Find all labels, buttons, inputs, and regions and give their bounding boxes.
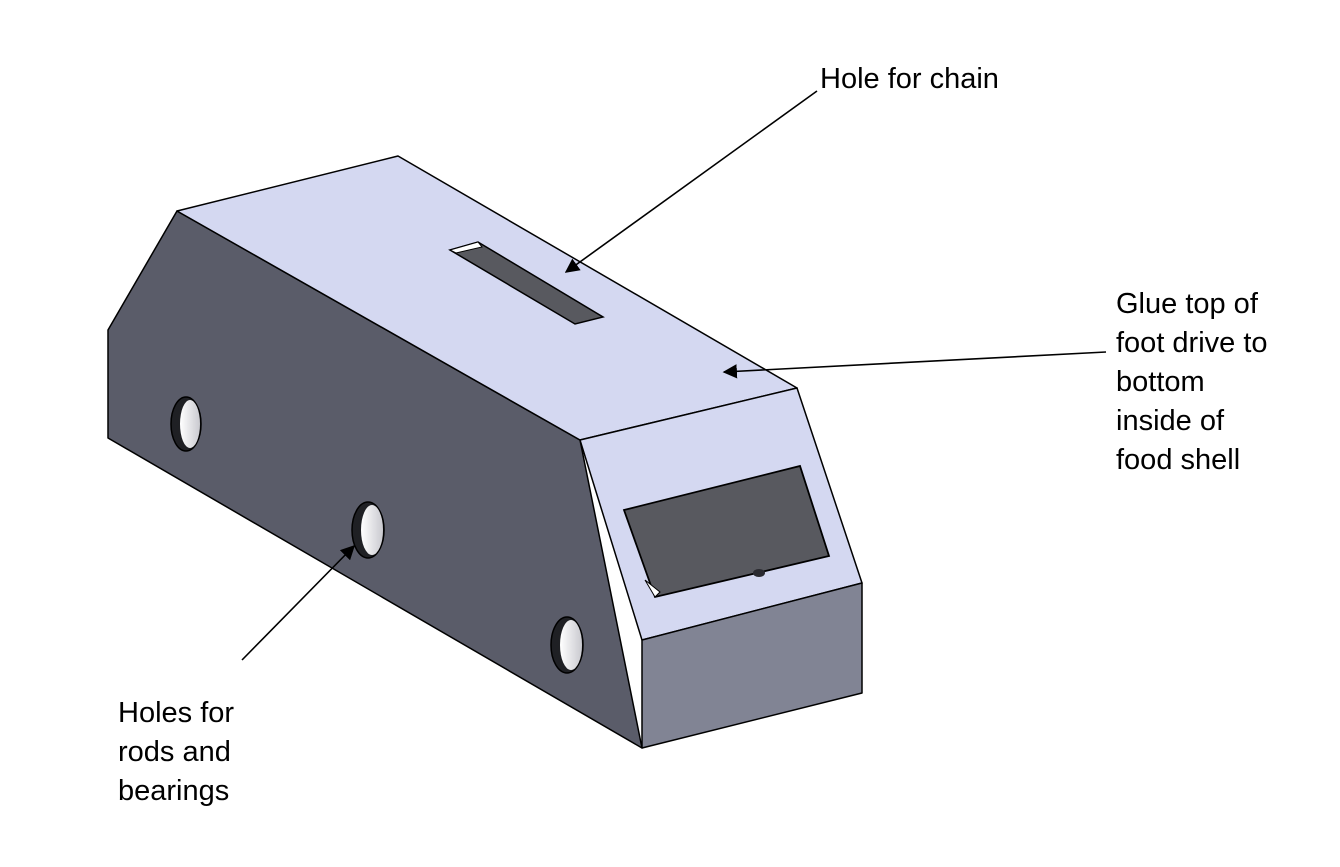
label-line: Holes for	[118, 697, 235, 729]
label-line: inside of	[1116, 405, 1225, 437]
rod-hole	[550, 616, 584, 674]
label-line: Glue top of	[1116, 288, 1258, 320]
front-window	[622, 464, 831, 599]
glue-note-label: Glue top of foot drive to bottom inside …	[1116, 285, 1268, 480]
chain-slot-wall	[448, 241, 483, 254]
label-line: bottom	[1116, 366, 1205, 398]
chain-hole-label: Hole for chain	[820, 60, 999, 99]
label-line: rods and	[118, 736, 231, 768]
rod-hole	[351, 501, 385, 559]
rod-hole	[170, 396, 202, 452]
chain-hole-arrow	[564, 90, 818, 273]
glue-note-arrow	[722, 351, 1107, 379]
label-line: Hole for chain	[820, 63, 999, 95]
end-face	[641, 582, 863, 749]
front-window-wall	[644, 579, 661, 598]
rod-holes-label: Holes for rods and bearings	[118, 694, 234, 811]
label-line: food shell	[1116, 444, 1241, 476]
side-face	[107, 210, 643, 749]
rod-holes-arrow	[241, 544, 356, 661]
inner-pin	[753, 569, 765, 577]
label-line: bearings	[118, 775, 230, 807]
label-line: foot drive to	[1116, 327, 1268, 359]
